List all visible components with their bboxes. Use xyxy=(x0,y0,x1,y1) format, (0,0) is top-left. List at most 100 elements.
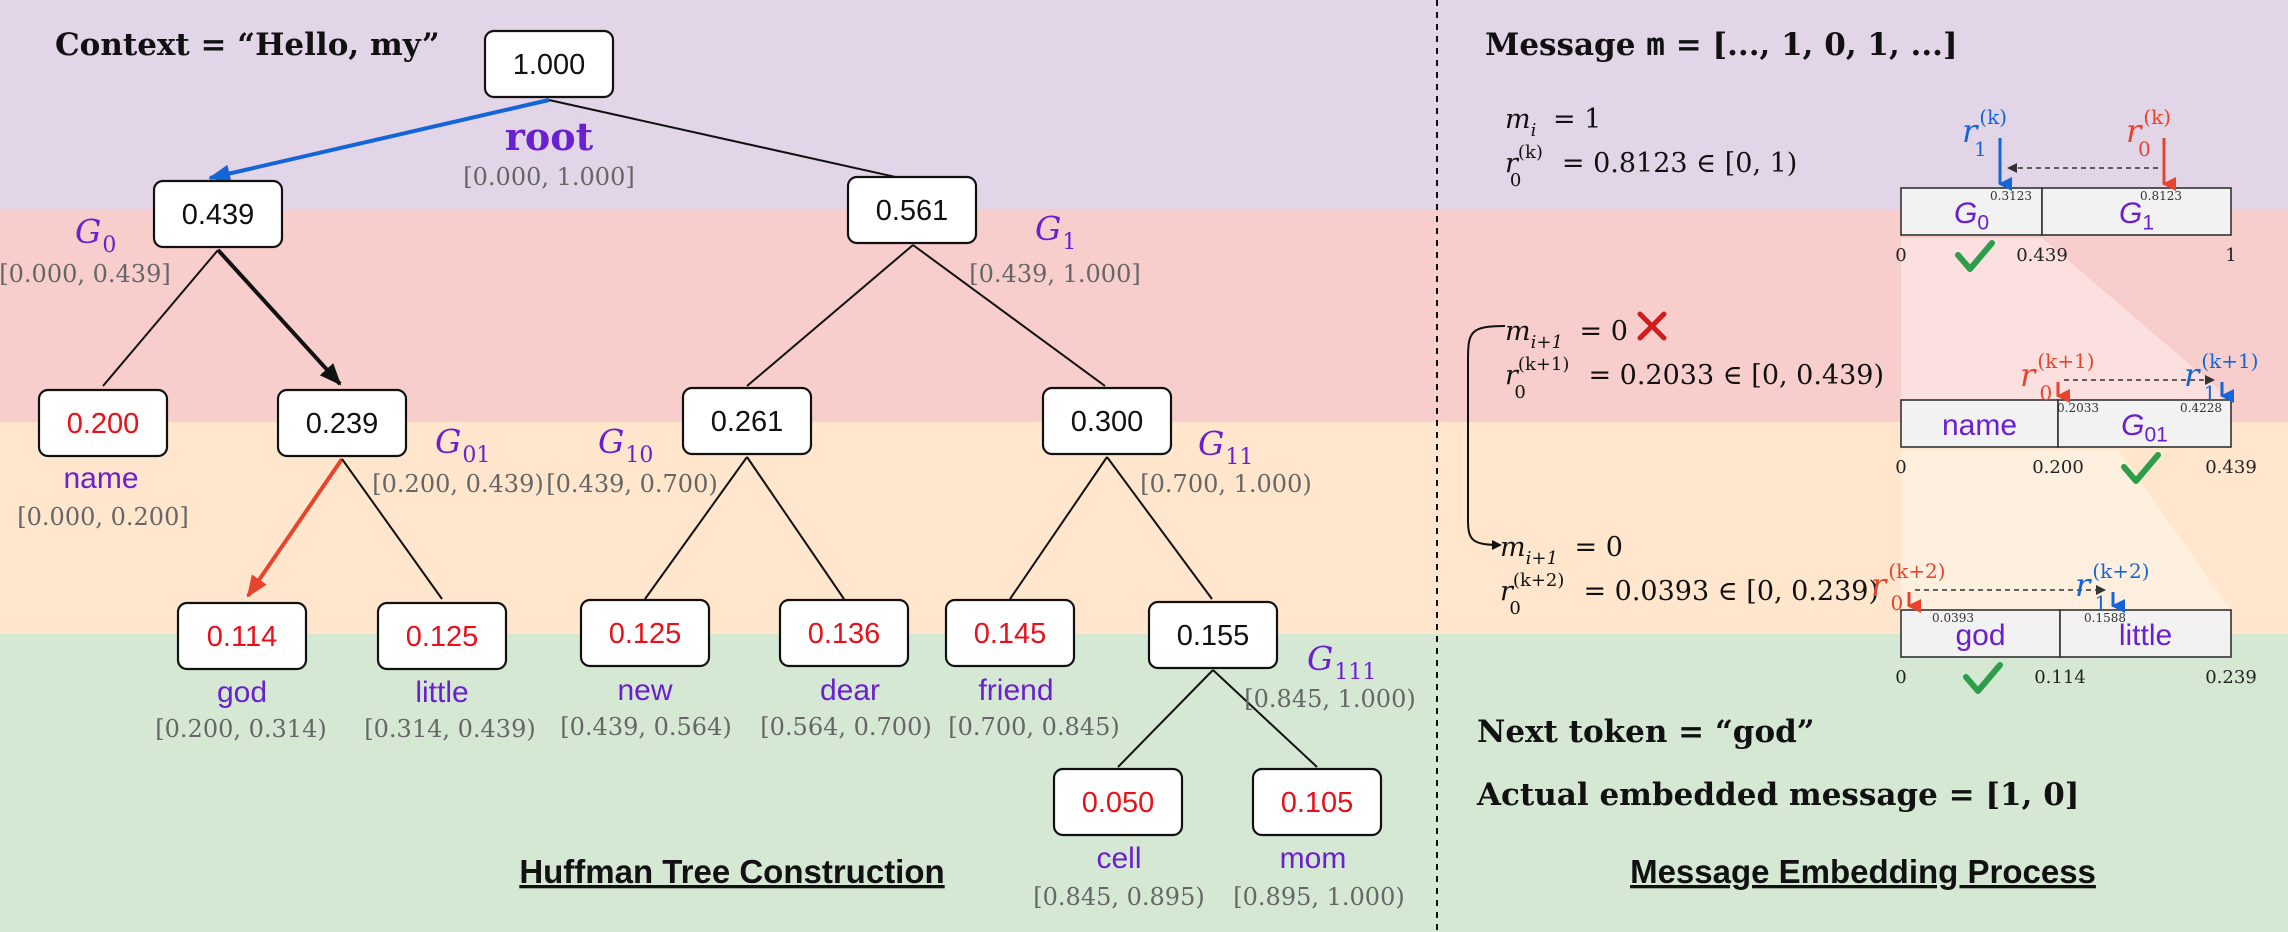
edge-root-g0 xyxy=(208,98,550,183)
edge-g0-g01 xyxy=(216,248,342,386)
interval-label: [0.439, 0.564) xyxy=(560,713,731,741)
node-box xyxy=(944,598,1076,668)
interval-label: [0.439, 0.700) xyxy=(546,470,717,498)
token-label: dear xyxy=(820,674,880,707)
edge-root-g1 xyxy=(548,99,901,179)
check-icon xyxy=(1963,662,2003,694)
node-box xyxy=(846,175,978,245)
token-label: little xyxy=(415,676,468,709)
node-box xyxy=(1052,767,1184,837)
tiny-left-value: 0.3123 xyxy=(1990,189,2032,203)
node-box xyxy=(152,179,284,249)
band-orange xyxy=(0,422,2288,634)
tiny-right-value: 0.8123 xyxy=(2140,189,2182,203)
tick-mid: 0.439 xyxy=(2016,245,2068,266)
token-label: new xyxy=(617,674,672,707)
tree-node-new: 0.125 new [0.439, 0.564) xyxy=(560,598,732,741)
bar-left-token: god xyxy=(1955,619,2005,652)
node-probability: 0.300 xyxy=(1071,406,1144,438)
node-probability: 0.125 xyxy=(609,618,682,650)
node-probability: 0.125 xyxy=(406,621,479,653)
edge-g11-g111 xyxy=(1106,456,1213,600)
interval-label: [0.000, 1.000] xyxy=(463,163,634,191)
left-heading: Huffman Tree Construction xyxy=(519,853,944,890)
root-label: root xyxy=(505,114,594,159)
tick-start: 0 xyxy=(1895,245,1906,266)
actual-message-label: Actual embedded message = [1, 0] xyxy=(1476,777,2079,813)
node-probability: 0.050 xyxy=(1082,787,1155,819)
edge-g11-friend xyxy=(1009,456,1108,600)
node-probability: 0.239 xyxy=(306,408,379,440)
bar-right-token: little xyxy=(2119,619,2172,652)
edge-g111-mom xyxy=(1212,669,1318,768)
tree-edges xyxy=(102,98,1318,768)
message-bit: mi+1 = 0 xyxy=(1505,316,1628,353)
message-label: Message m = [..., 1, 0, 1, ...] xyxy=(1485,27,1958,63)
tree-node-root: 1.000 [0.000, 1.000] xyxy=(463,29,635,191)
interval-label: [0.845, 1.000) xyxy=(1244,685,1415,713)
interval-label: [0.200, 0.439) xyxy=(372,470,543,498)
edge-g1-g11 xyxy=(912,244,1106,387)
token-label: name xyxy=(63,462,138,495)
node-box xyxy=(1147,600,1279,670)
tick-end: 0.239 xyxy=(2205,667,2257,688)
edge-g1-g10 xyxy=(746,244,914,387)
node-box xyxy=(579,598,711,668)
interval-label: [0.895, 1.000) xyxy=(1233,883,1404,911)
edge-g10-dear xyxy=(746,456,845,600)
node-box xyxy=(681,386,813,456)
tick-end: 1 xyxy=(2225,245,2236,266)
node-probability: 0.136 xyxy=(808,618,881,650)
node-box xyxy=(483,29,615,99)
interval-label: [0.439, 1.000] xyxy=(969,260,1140,288)
interval-label: [0.200, 0.314) xyxy=(155,715,326,743)
node-probability: 1.000 xyxy=(513,49,586,81)
tiny-left-value: 0.0393 xyxy=(1932,611,1974,625)
right-heading: Message Embedding Process xyxy=(1630,853,2096,890)
edge-g10-new xyxy=(644,456,748,600)
tick-mid: 0.200 xyxy=(2032,457,2084,478)
context-label: Context = “Hello, my” xyxy=(55,27,440,63)
projection-1 xyxy=(1901,238,2231,400)
message-bit: mi = 1 xyxy=(1505,104,1601,141)
node-box xyxy=(778,598,910,668)
tick-mid: 0.114 xyxy=(2034,667,2086,688)
interval-label: [0.564, 0.700) xyxy=(760,713,931,741)
tick-start: 0 xyxy=(1895,667,1906,688)
interval-label: [0.000, 0.439] xyxy=(0,260,171,288)
node-probability: 0.114 xyxy=(207,621,277,653)
band-purple xyxy=(0,0,2288,210)
interval-label: [0.845, 0.895) xyxy=(1033,883,1204,911)
tick-end: 0.439 xyxy=(2205,457,2257,478)
interval-label: [0.700, 1.000) xyxy=(1140,470,1311,498)
node-probability: 0.145 xyxy=(974,618,1047,650)
node-probability: 0.261 xyxy=(711,406,784,438)
band-red xyxy=(0,210,2288,422)
node-box xyxy=(1251,767,1383,837)
random-value: r(k+1)0 = 0.2033 ∈ [0, 0.439) xyxy=(1505,354,1884,403)
edge-g0-name xyxy=(102,249,219,387)
next-token-label: Next token = “god” xyxy=(1477,714,1815,750)
node-box xyxy=(1041,386,1173,456)
step-link-arrow xyxy=(1467,325,1506,550)
token-label: friend xyxy=(978,674,1053,707)
bar-left-token: name xyxy=(1942,409,2017,442)
node-box xyxy=(376,601,508,671)
projection-2 xyxy=(1901,450,2231,610)
node-probability: 0.155 xyxy=(1177,620,1250,652)
node-box xyxy=(276,388,408,458)
